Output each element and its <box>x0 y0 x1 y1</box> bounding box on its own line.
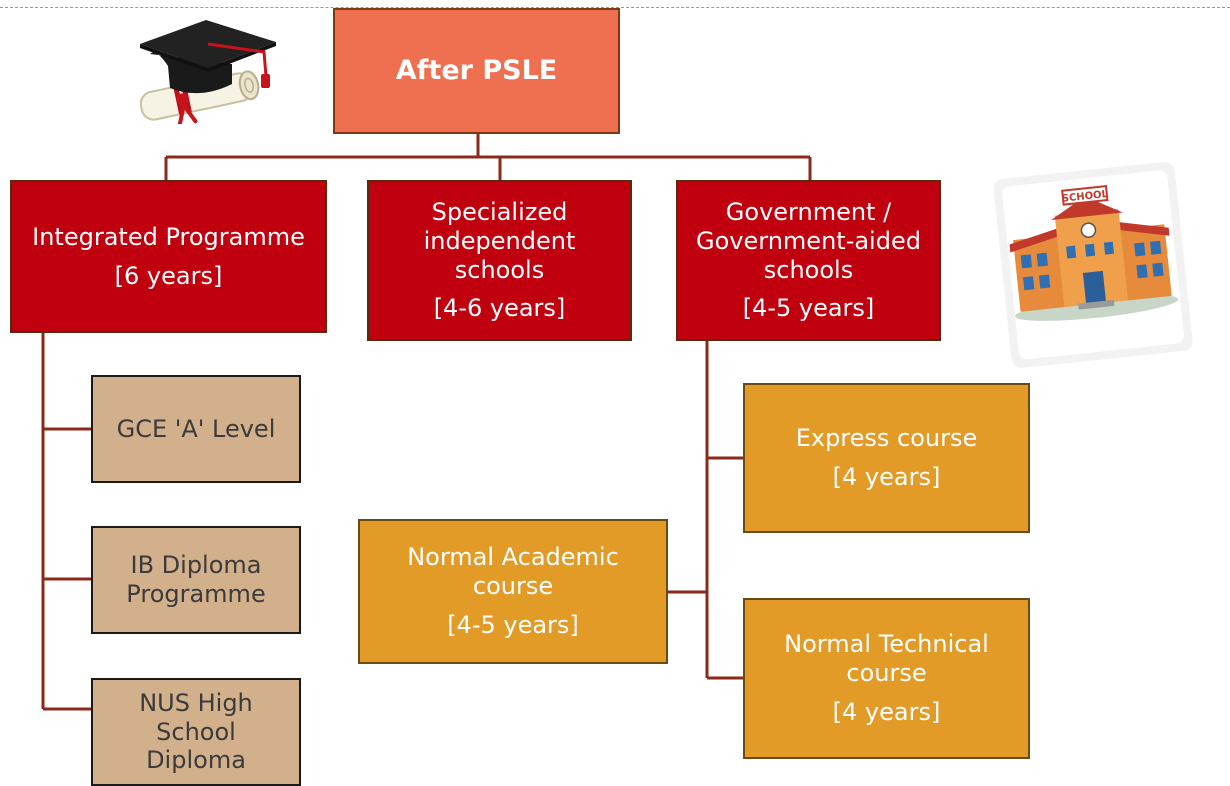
after-psle-node: After PSLE <box>333 8 620 134</box>
course-label: Normal Technical course <box>784 630 989 688</box>
nus-high-school-diploma-node: NUS High School Diploma <box>91 678 301 786</box>
specialized-independent-schools-node: Specialized independent schools [4-6 yea… <box>367 180 632 341</box>
ip-option-label: IB Diploma Programme <box>126 551 266 608</box>
gce-a-level-node: GCE 'A' Level <box>91 375 301 483</box>
course-label: Normal Academic course <box>407 543 619 601</box>
branch-label: Integrated Programme <box>32 222 305 251</box>
ip-option-label: NUS High School Diploma <box>139 688 253 775</box>
course-years: [4-5 years] <box>447 610 579 639</box>
top-dashed-rule <box>0 7 1230 8</box>
school-building-icon: SCHOOL <box>993 161 1193 368</box>
branch-label: Government / Government-aided schools <box>696 197 921 284</box>
course-years: [4 years] <box>832 697 941 726</box>
normal-technical-course-node: Normal Technical course [4 years] <box>743 598 1030 759</box>
svg-text:SCHOOL: SCHOOL <box>1061 189 1109 205</box>
branch-years: [4-5 years] <box>742 294 875 323</box>
express-course-node: Express course [4 years] <box>743 383 1030 533</box>
after-psle-label: After PSLE <box>395 54 558 86</box>
course-years: [4 years] <box>832 463 941 491</box>
course-label: Express course <box>795 424 978 453</box>
ip-option-label: GCE 'A' Level <box>116 414 276 443</box>
ib-diploma-node: IB Diploma Programme <box>91 526 301 634</box>
branch-years: [6 years] <box>114 261 223 290</box>
graduation-cap-diploma-icon <box>139 20 276 124</box>
integrated-programme-node: Integrated Programme [6 years] <box>10 180 327 333</box>
branch-years: [4-6 years] <box>433 294 566 323</box>
branch-label: Specialized independent schools <box>423 197 576 284</box>
government-schools-node: Government / Government-aided schools [4… <box>676 180 941 341</box>
normal-academic-course-node: Normal Academic course [4-5 years] <box>358 519 668 664</box>
